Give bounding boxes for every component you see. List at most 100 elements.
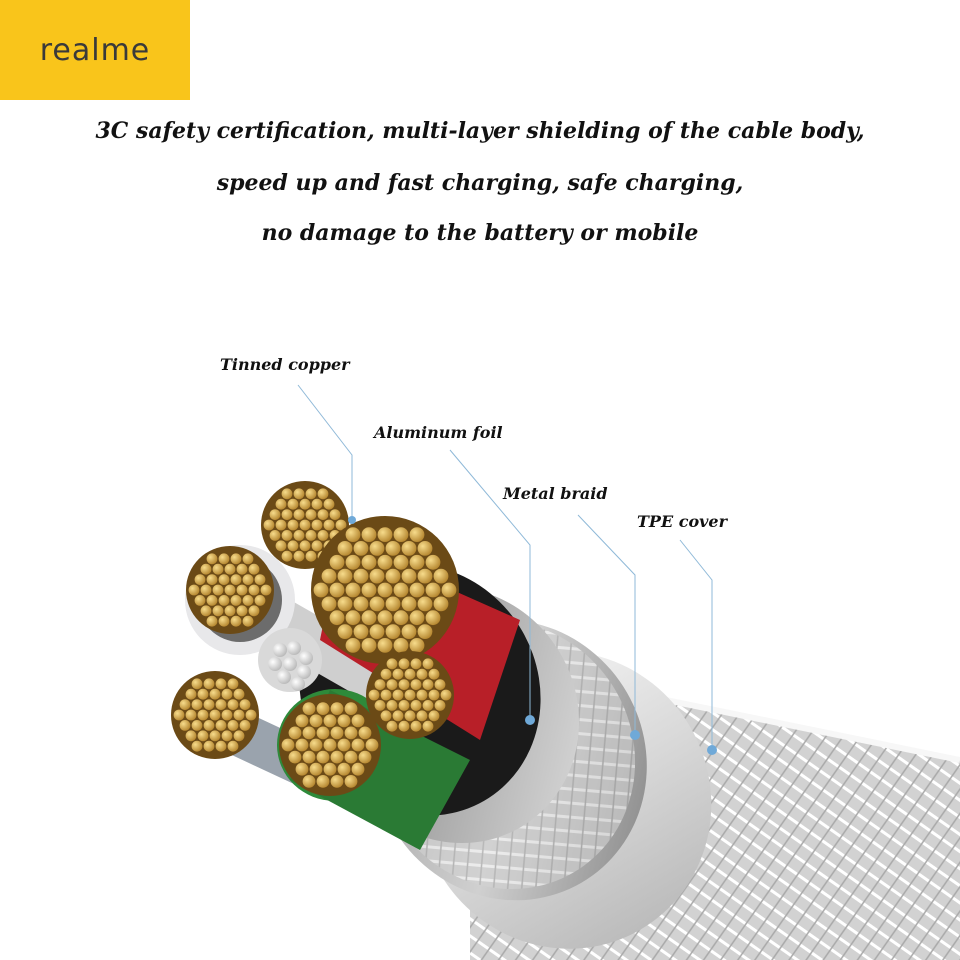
copper-strand bbox=[323, 714, 337, 728]
copper-strand bbox=[358, 750, 372, 764]
copper-strand bbox=[369, 568, 385, 584]
copper-strand bbox=[358, 726, 372, 740]
copper-strand bbox=[275, 498, 287, 510]
copper-strand bbox=[200, 584, 212, 596]
copper-strand bbox=[302, 775, 316, 788]
copper-strand bbox=[215, 720, 227, 731]
copper-strand bbox=[401, 568, 417, 584]
copper-strand bbox=[260, 584, 272, 596]
copper-strand bbox=[173, 709, 185, 721]
copper-strand bbox=[305, 550, 317, 562]
copper-strand bbox=[197, 730, 209, 742]
copper-strand bbox=[425, 582, 441, 598]
copper-strand bbox=[369, 624, 385, 639]
copper-strand bbox=[434, 700, 446, 711]
copper-strand bbox=[330, 775, 344, 788]
copper-strand bbox=[433, 596, 449, 612]
copper-strand bbox=[209, 730, 221, 742]
copper-strand bbox=[329, 610, 345, 626]
copper-strand bbox=[248, 563, 260, 575]
copper-strand bbox=[206, 574, 218, 585]
copper-strand bbox=[380, 668, 392, 680]
copper-strand bbox=[302, 750, 316, 764]
copper-strand bbox=[224, 563, 236, 575]
copper-strand bbox=[191, 699, 203, 710]
copper-strand bbox=[311, 519, 323, 531]
copper-strand bbox=[433, 568, 449, 584]
copper-strand bbox=[299, 540, 311, 552]
copper-strand bbox=[215, 678, 227, 690]
copper-strand bbox=[236, 584, 248, 596]
copper-strand bbox=[409, 527, 425, 542]
copper-strand bbox=[179, 699, 191, 710]
copper-strand bbox=[380, 689, 392, 701]
copper-strand bbox=[254, 595, 266, 606]
copper-strand bbox=[353, 596, 369, 612]
copper-strand bbox=[344, 726, 358, 740]
copper-strand bbox=[417, 568, 433, 584]
copper-strand bbox=[321, 596, 337, 612]
copper-strand bbox=[200, 605, 212, 617]
copper-strand bbox=[416, 689, 428, 701]
copper-strand bbox=[393, 610, 409, 626]
copper-strand bbox=[233, 730, 245, 742]
copper-strand bbox=[337, 568, 353, 584]
copper-strand bbox=[281, 530, 293, 541]
copper-strand bbox=[330, 702, 344, 715]
copper-strand bbox=[209, 709, 221, 721]
copper-strand bbox=[409, 582, 425, 598]
copper-strand bbox=[410, 720, 422, 732]
copper-strand bbox=[248, 605, 260, 617]
copper-strand bbox=[337, 738, 351, 752]
copper-strand bbox=[393, 638, 409, 653]
copper-strand bbox=[224, 605, 236, 617]
copper-strand bbox=[311, 540, 323, 552]
copper-strand bbox=[230, 574, 242, 585]
copper-strand bbox=[179, 720, 191, 731]
copper-strand bbox=[309, 738, 323, 752]
copper-strand bbox=[313, 582, 329, 598]
copper-strand bbox=[404, 689, 416, 701]
copper-strand bbox=[369, 541, 385, 556]
copper-strand bbox=[335, 519, 347, 531]
copper-strand bbox=[416, 710, 428, 722]
copper-strand bbox=[227, 699, 239, 710]
copper-strand bbox=[203, 720, 215, 731]
copper-strand bbox=[344, 775, 358, 788]
copper-strand bbox=[422, 679, 434, 690]
copper-strand bbox=[345, 554, 361, 570]
label-aluminum-foil: Aluminum foil bbox=[374, 423, 503, 442]
copper-strand bbox=[287, 519, 299, 531]
copper-strand bbox=[316, 775, 330, 788]
copper-strand bbox=[351, 762, 365, 776]
copper-strand bbox=[393, 527, 409, 542]
copper-strand bbox=[434, 679, 446, 690]
copper-strand bbox=[293, 530, 305, 541]
copper-strand bbox=[337, 541, 353, 556]
copper-strand bbox=[441, 582, 457, 598]
copper-strand bbox=[440, 689, 452, 701]
logo-text: realme bbox=[39, 32, 151, 68]
copper-strand bbox=[288, 750, 302, 764]
copper-strand bbox=[385, 624, 401, 639]
copper-strand bbox=[417, 541, 433, 556]
copper-strand bbox=[185, 709, 197, 721]
copper-strand bbox=[323, 519, 335, 531]
copper-strand bbox=[401, 624, 417, 639]
headline-line-2: speed up and fast charging, safe chargin… bbox=[216, 170, 744, 196]
copper-strand bbox=[299, 519, 311, 531]
copper-strand bbox=[317, 488, 329, 500]
copper-strand bbox=[345, 527, 361, 542]
copper-strand bbox=[317, 509, 329, 520]
copper-strand bbox=[337, 762, 351, 776]
copper-strand bbox=[230, 615, 242, 627]
copper-strand bbox=[275, 519, 287, 531]
copper-strand bbox=[203, 678, 215, 690]
copper-strand bbox=[392, 668, 404, 680]
copper-strand bbox=[323, 738, 337, 752]
copper-strand bbox=[374, 679, 386, 690]
copper-strand bbox=[337, 596, 353, 612]
copper-strand bbox=[242, 595, 254, 606]
copper-strand bbox=[409, 638, 425, 653]
